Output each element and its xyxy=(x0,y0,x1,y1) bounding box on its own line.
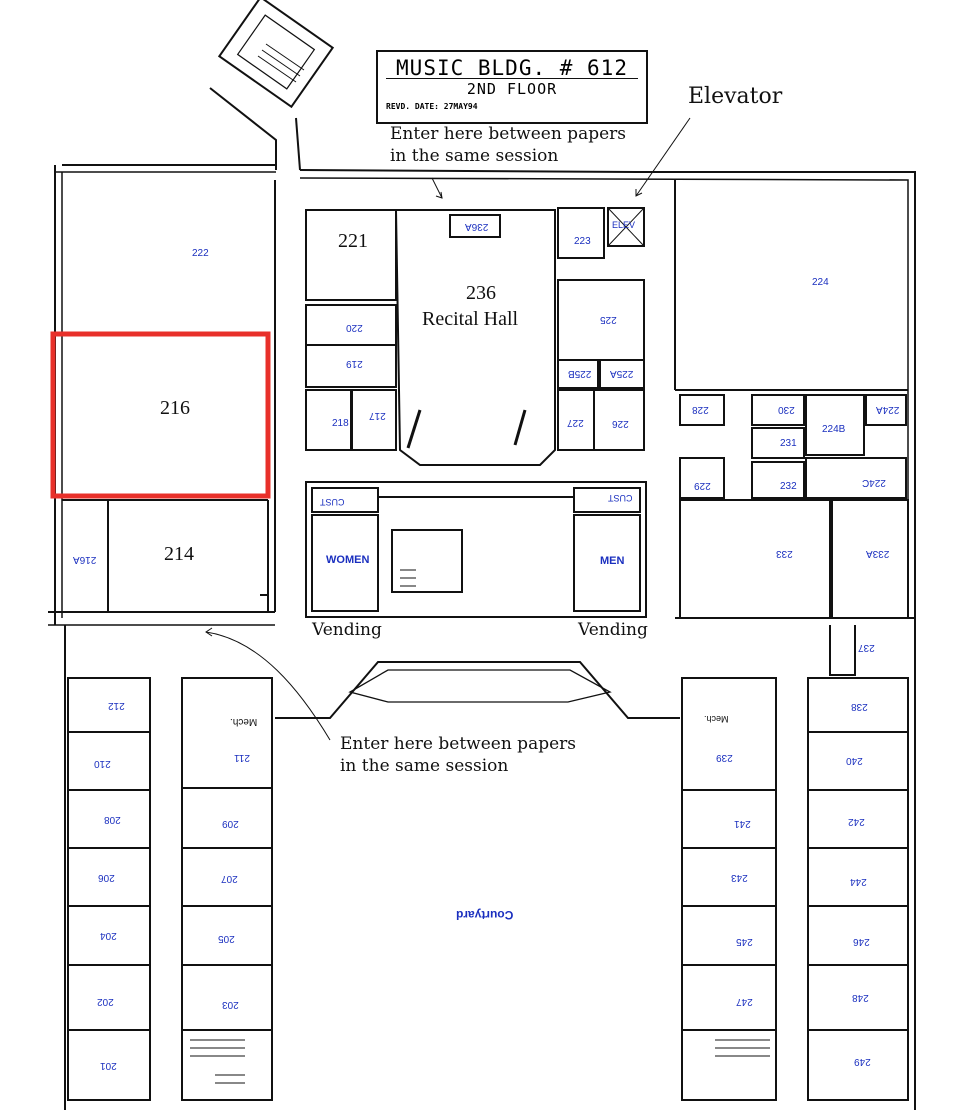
room-248-label: 248 xyxy=(852,992,869,1003)
title-line3: REVD. DATE: 27MAY94 xyxy=(386,102,478,111)
custodian-left-label: CUST xyxy=(320,497,345,507)
room-203-label: 203 xyxy=(222,999,239,1010)
title-line1: MUSIC BLDG. # 612 xyxy=(396,56,628,80)
enter-bottom-line2: in the same session xyxy=(340,756,509,776)
enter-bottom-line1: Enter here between papers xyxy=(340,734,576,754)
room-216-label: 216 xyxy=(160,397,190,419)
room-223-label: 223 xyxy=(574,236,591,247)
room-241-label: 241 xyxy=(734,818,751,829)
courtyard-outline xyxy=(64,625,916,1110)
room-242-label: 242 xyxy=(848,816,865,827)
room-218-label: 218 xyxy=(332,418,349,429)
room-204-label: 204 xyxy=(100,930,117,941)
room-224c-label: 224C xyxy=(862,477,886,488)
room-231-label: 231 xyxy=(780,438,797,449)
elevator-label: Elevator xyxy=(688,84,783,109)
room-244-label: 244 xyxy=(850,876,867,887)
room-219-label: 219 xyxy=(346,358,363,369)
mech-right-label: Mech. xyxy=(704,714,729,724)
left-wing-rooms xyxy=(67,677,273,1101)
room-214-label: 214 xyxy=(164,543,194,565)
room-239-label: 239 xyxy=(716,752,733,763)
women-restroom-label: WOMEN xyxy=(326,554,370,566)
room-211-label: 211 xyxy=(234,752,250,763)
room-236a-label: 236A xyxy=(465,221,489,232)
title-block: MUSIC BLDG. # 612 2ND FLOOR REVD. DATE: … xyxy=(376,50,648,124)
room-225b-label: 225B xyxy=(568,368,592,379)
courtyard-label: Courtyard xyxy=(456,908,514,922)
central-block xyxy=(305,207,645,466)
room-206-label: 206 xyxy=(98,872,115,883)
room-228-label: 228 xyxy=(692,404,709,415)
title-line2: 2ND FLOOR xyxy=(466,80,558,98)
room-205-label: 205 xyxy=(218,933,235,944)
men-restroom-label: MEN xyxy=(600,555,625,567)
room-209-label: 209 xyxy=(222,818,239,829)
room-246-label: 246 xyxy=(853,936,870,947)
room-225a-label: 225A xyxy=(610,368,634,379)
right-block xyxy=(674,180,909,676)
room-210-label: 210 xyxy=(94,758,111,769)
room-240-label: 240 xyxy=(846,755,863,766)
room-224a-label: 224A xyxy=(876,404,900,415)
room-212-label: 212 xyxy=(108,700,125,711)
room-247-label: 247 xyxy=(736,996,753,1007)
title-rule xyxy=(386,78,638,79)
room-220-label: 220 xyxy=(346,322,363,333)
room-224-label: 224 xyxy=(812,277,829,288)
right-wing-rooms xyxy=(681,677,909,1101)
room-236-name: Recital Hall xyxy=(422,308,519,330)
room-217-label: 217 xyxy=(369,410,386,421)
room-208-label: 208 xyxy=(104,814,121,825)
room-202-label: 202 xyxy=(97,996,114,1007)
restroom-block xyxy=(305,481,647,618)
room-221-label: 221 xyxy=(338,230,368,252)
custodian-right-label: CUST xyxy=(608,493,633,503)
elevator-room-label: ELEV xyxy=(612,220,636,230)
room-245-label: 245 xyxy=(736,936,753,947)
room-243-label: 243 xyxy=(731,872,748,883)
room-233-label: 233 xyxy=(776,548,793,559)
room-207-label: 207 xyxy=(221,873,238,884)
highlight-216 xyxy=(50,331,271,499)
room-233a-label: 233A xyxy=(866,548,890,559)
mech-left-label: Mech. xyxy=(230,716,258,727)
enter-top-line1: Enter here between papers xyxy=(390,124,626,144)
room-230-label: 230 xyxy=(778,404,795,415)
enter-top-line2: in the same session xyxy=(390,146,559,166)
room-227-label: 227 xyxy=(567,417,584,428)
room-249-label: 249 xyxy=(854,1056,871,1067)
room-201-label: 201 xyxy=(100,1060,117,1071)
room-216a-label: 216A xyxy=(73,554,97,565)
room-225-label: 225 xyxy=(600,314,617,325)
room-229-label: 229 xyxy=(694,480,711,491)
room-224b-label: 224B xyxy=(822,424,846,435)
room-236-number: 236 xyxy=(466,282,496,304)
room-238-label: 238 xyxy=(851,701,868,712)
stair-tower-top xyxy=(209,0,335,171)
room-237-label: 237 xyxy=(858,642,875,653)
room-222-label: 222 xyxy=(192,248,209,259)
vending-left: Vending xyxy=(312,620,382,640)
room-232-label: 232 xyxy=(780,481,797,492)
annotation-arrows xyxy=(205,117,691,741)
room-226-label: 226 xyxy=(612,418,629,429)
vending-right: Vending xyxy=(578,620,648,640)
